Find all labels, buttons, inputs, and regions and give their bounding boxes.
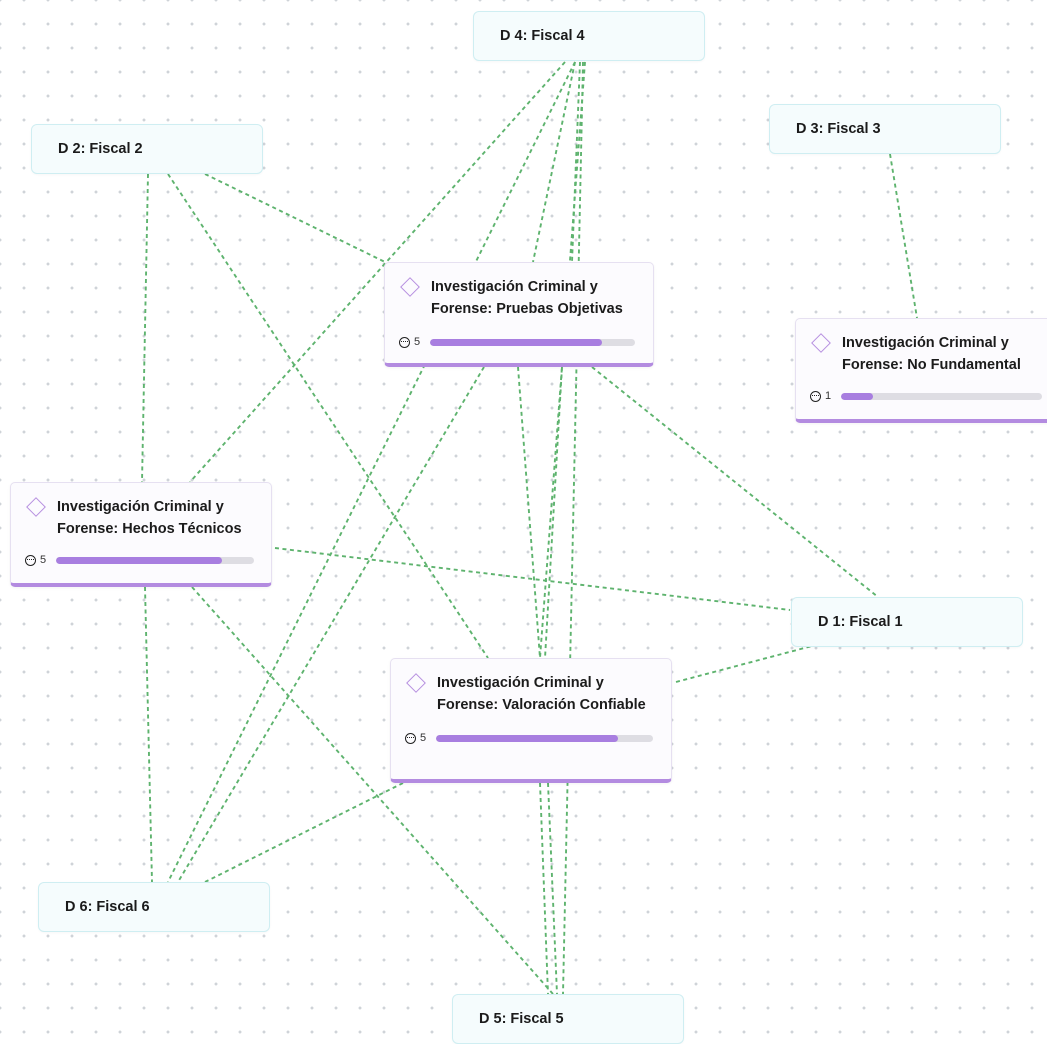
progress-fill: [841, 392, 874, 400]
comments-icon: [25, 554, 36, 566]
comments-icon: [810, 390, 821, 402]
competencia-title-line2: Forense: Hechos Técnicos: [57, 521, 242, 537]
comments-icon: [399, 336, 410, 348]
edge: [539, 782, 549, 995]
edge: [517, 366, 541, 659]
edge: [547, 782, 558, 995]
progress-bar: [841, 392, 1042, 400]
competencia-title-line1: Investigación Criminal y: [437, 675, 604, 691]
competencia-title-line1: Investigación Criminal y: [57, 499, 224, 515]
competencia-title-line1: Investigación Criminal y: [431, 279, 598, 295]
progress-bar: [430, 338, 636, 346]
node-d4[interactable]: D 4: Fiscal 4: [473, 11, 705, 61]
node-d6[interactable]: D 6: Fiscal 6: [38, 882, 270, 932]
edge: [544, 366, 563, 659]
edge: [562, 61, 584, 995]
diamond-icon: [811, 333, 831, 353]
edge: [571, 61, 581, 263]
node-d2[interactable]: D 2: Fiscal 2: [31, 124, 263, 174]
edge: [144, 586, 153, 883]
edge: [889, 153, 918, 319]
node-competencia-pruebas[interactable]: Investigación Criminal y Forense: Prueba…: [384, 262, 654, 367]
progress-bar: [436, 734, 654, 742]
diamond-icon: [406, 673, 426, 693]
edge: [191, 586, 554, 995]
node-d6-label: D 6: Fiscal 6: [65, 899, 150, 915]
node-competencia-hechos[interactable]: Investigación Criminal y Forense: Hechos…: [10, 482, 272, 587]
node-d1-label: D 1: Fiscal 1: [818, 614, 903, 630]
node-d3-label: D 3: Fiscal 3: [796, 121, 881, 137]
node-d4-label: D 4: Fiscal 4: [500, 28, 585, 44]
competencia-title-line2: Forense: Valoración Confiable: [437, 697, 646, 713]
progress-fill: [430, 338, 603, 346]
node-competencia-no-fundamental[interactable]: Investigación Criminal y Forense: No Fun…: [795, 318, 1047, 423]
node-d3[interactable]: D 3: Fiscal 3: [769, 104, 1001, 154]
comments-icon: [405, 732, 416, 744]
progress-fill: [436, 734, 619, 742]
node-d5[interactable]: D 5: Fiscal 5: [452, 994, 684, 1044]
edge: [177, 366, 485, 883]
node-competencia-valoracion[interactable]: Investigación Criminal y Forense: Valora…: [390, 658, 672, 783]
edge: [204, 173, 386, 263]
edge: [274, 547, 791, 611]
competencia-title-line1: Investigación Criminal y: [842, 335, 1009, 351]
competencia-count: 5: [40, 554, 47, 566]
diamond-icon: [400, 277, 420, 297]
diamond-icon: [26, 497, 46, 517]
competencia-count: 5: [414, 336, 421, 348]
competencia-title-line2: Forense: No Fundamental: [842, 357, 1021, 373]
competencia-count: 1: [825, 390, 832, 402]
competencia-count: 5: [420, 732, 427, 744]
node-d5-label: D 5: Fiscal 5: [479, 1011, 564, 1027]
edge: [141, 173, 149, 483]
node-d1[interactable]: D 1: Fiscal 1: [791, 597, 1023, 647]
competencia-title-line2: Forense: Pruebas Objetivas: [431, 301, 623, 317]
node-d2-label: D 2: Fiscal 2: [58, 141, 143, 157]
edge: [532, 61, 576, 263]
edge: [204, 782, 404, 883]
progress-fill: [56, 556, 223, 564]
progress-bar: [56, 556, 255, 564]
edge: [675, 645, 813, 683]
